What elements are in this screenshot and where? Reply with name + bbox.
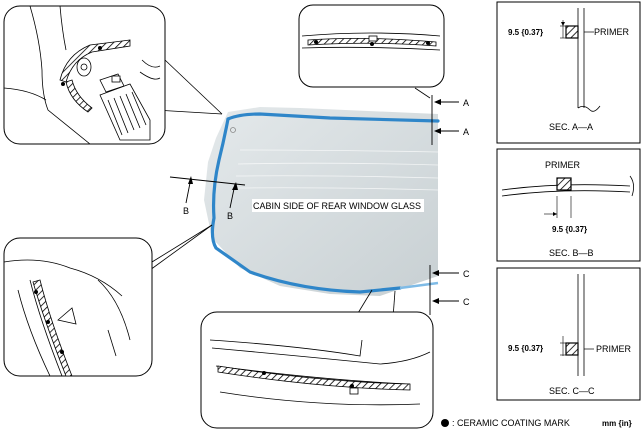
section-c-top-label: C [463,269,470,279]
section-b-markers: B B [169,176,246,221]
callout-bottom-center [200,311,434,429]
section-a-panel: 9.5 {0.37} PRIMER SEC. A—A [496,1,641,144]
section-a-primer-label: PRIMER [594,27,630,37]
section-b-title: SEC. B—B [549,248,594,258]
legend-units: mm {in} [602,419,632,428]
section-b-panel: PRIMER 9.5 {0.37} SEC. B—B [496,148,641,262]
ceramic-mark-icon [441,419,449,427]
section-a-bottom-label: A [463,127,469,137]
cabin-side-label: CABIN SIDE OF REAR WINDOW GLASS [253,201,421,211]
callout-leaders [149,59,431,319]
legend-ceramic-mark: : CERAMIC COATING MARK [452,418,570,428]
callout-bottom-left [3,237,153,377]
section-c-bottom-label: C [463,297,470,307]
section-c-primer-label: PRIMER [596,344,632,354]
section-a-top-label: A [463,98,469,108]
legend: : CERAMIC COATING MARK mm {in} [441,418,632,428]
section-a-markers: A A [431,95,469,145]
cabin-side-label-bg [252,199,424,212]
section-a-title: SEC. A—A [549,122,593,132]
section-c-dimension: 9.5 {0.37} [508,344,543,353]
section-b-left-label: B [183,206,189,216]
section-b-primer-label: PRIMER [545,160,581,170]
section-c-panel: 9.5 {0.37} PRIMER SEC. C—C [496,267,641,401]
section-a-dimension: 9.5 {0.37} [508,28,543,37]
section-b-right-label: B [227,211,233,221]
callout-top-right [298,4,445,88]
section-c-title: SEC. C—C [549,386,595,396]
section-c-markers: C C [429,265,470,315]
section-b-dimension: 9.5 {0.37} [552,225,587,234]
callout-top-left [3,5,166,145]
